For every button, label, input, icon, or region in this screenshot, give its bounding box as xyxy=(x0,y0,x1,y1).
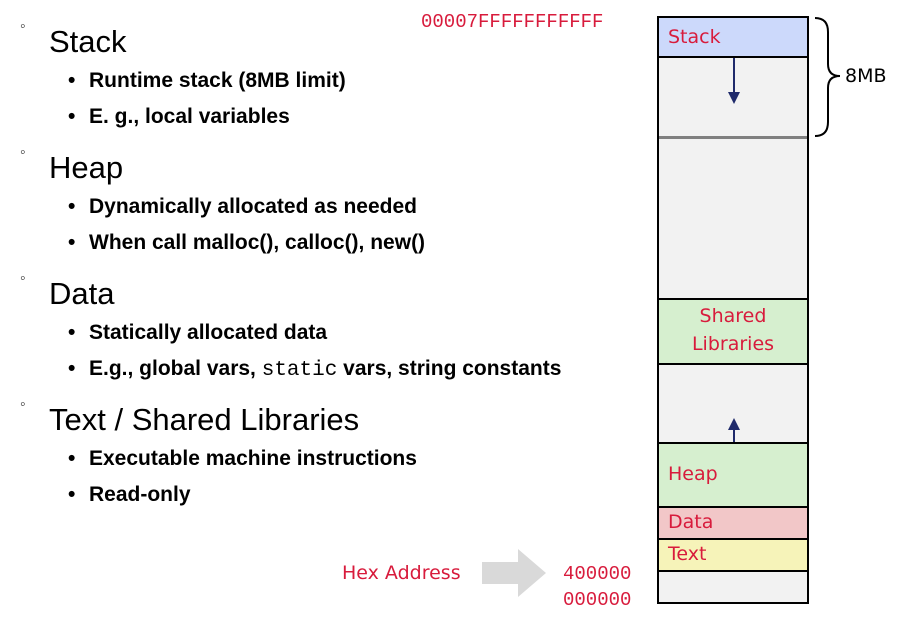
stack-limit-label: 8MB xyxy=(845,65,887,87)
stack-limit-line xyxy=(659,136,807,139)
data-label: Data xyxy=(668,511,714,533)
code-keyword: static xyxy=(261,359,338,382)
bullet-ring: ◦ xyxy=(20,18,26,35)
heap-label: Heap xyxy=(668,463,718,485)
text-label: Text xyxy=(668,543,707,565)
heap-grow-up-arrow xyxy=(728,418,740,442)
stack-grow-down-arrow xyxy=(728,58,740,104)
section-title: Text / Shared Libraries xyxy=(49,402,360,437)
section-title: Data xyxy=(49,276,115,311)
stack-label: Stack xyxy=(668,26,721,48)
bullet-item: •E. g., local variables xyxy=(68,105,290,128)
bullet-item: •Read-only xyxy=(68,483,191,506)
stack-segment xyxy=(657,16,809,58)
section-title: Heap xyxy=(49,150,124,185)
text-start-address: 400000 xyxy=(563,563,632,585)
bullet-item: •Executable machine instructions xyxy=(68,447,417,470)
bullet-item: •When call malloc(), calloc(), new() xyxy=(68,231,426,254)
top-address: 00007FFFFFFFFFFF xyxy=(421,11,604,33)
shared-libraries-segment xyxy=(657,298,809,365)
section-title: Stack xyxy=(49,24,127,59)
bullet-ring: ◦ xyxy=(20,270,26,287)
hex-address-arrow xyxy=(482,549,546,597)
bullet-item: •Runtime stack (8MB limit) xyxy=(68,69,346,92)
shared-libraries-label: Shared Libraries xyxy=(691,305,775,355)
text-segment xyxy=(657,538,809,572)
stack-size-brace xyxy=(814,17,841,137)
bullet-ring: ◦ xyxy=(20,396,26,413)
bullet-item: •Dynamically allocated as needed xyxy=(68,195,417,218)
hex-address-label: Hex Address xyxy=(342,562,461,584)
data-segment xyxy=(657,506,809,540)
bullet-ring: ◦ xyxy=(20,144,26,161)
bullet-item: •Statically allocated data xyxy=(68,321,328,344)
zero-address: 000000 xyxy=(563,589,632,611)
bullet-item: •E.g., global vars, static vars, string … xyxy=(68,357,562,382)
